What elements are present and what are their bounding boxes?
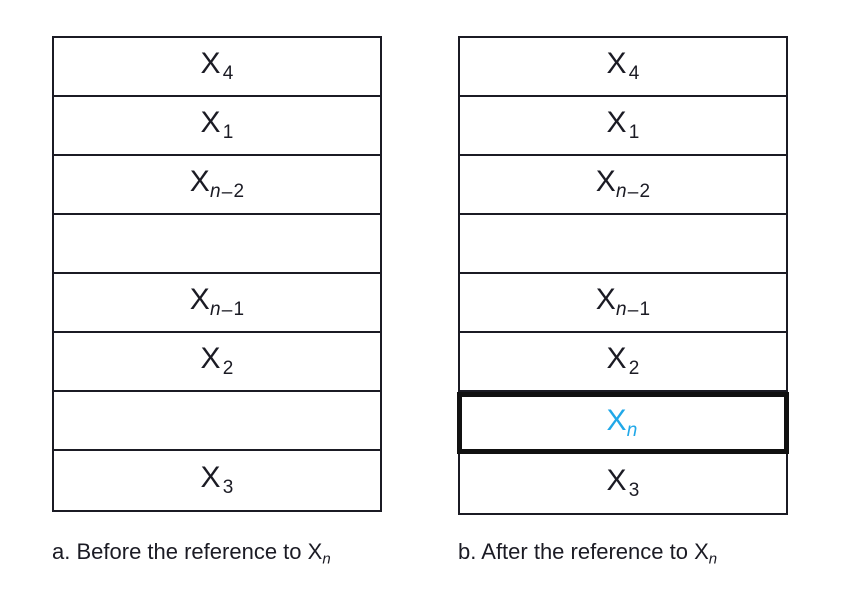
- caption-symbol-base: X: [307, 539, 323, 564]
- caption-symbol-sub: n: [322, 550, 331, 568]
- caption-before: a. Before the reference to Xn: [52, 541, 331, 567]
- table-row-empty[interactable]: [54, 215, 380, 274]
- caption-symbol-base: X: [694, 539, 709, 564]
- cell-label: Xn–1: [189, 283, 245, 321]
- table-row-empty[interactable]: [460, 215, 786, 274]
- caption-text: After the reference to: [481, 539, 688, 564]
- table-row[interactable]: Xn–2: [460, 156, 786, 215]
- cell-label: [622, 226, 624, 260]
- caption-prefix: b.: [458, 539, 477, 564]
- caption-symbol-sub: n: [708, 550, 718, 568]
- table-row[interactable]: Xn–2: [54, 156, 380, 215]
- table-row[interactable]: Xn–1: [54, 274, 380, 333]
- cell-label-referenced: Xn: [606, 403, 638, 442]
- table-row-empty[interactable]: [54, 392, 380, 451]
- caption-after: b. After the reference to Xn: [458, 541, 717, 567]
- cell-label: Xn–2: [595, 165, 651, 203]
- caption-prefix: a.: [52, 539, 71, 564]
- cell-label: [216, 403, 218, 437]
- cell-label: [216, 226, 218, 260]
- cell-label: Xn–1: [595, 283, 651, 321]
- caption-text: Before the reference to: [76, 539, 302, 564]
- cell-label: Xn–2: [189, 165, 245, 203]
- table-row-highlighted[interactable]: Xn: [457, 392, 789, 454]
- table-row[interactable]: Xn–1: [460, 274, 786, 333]
